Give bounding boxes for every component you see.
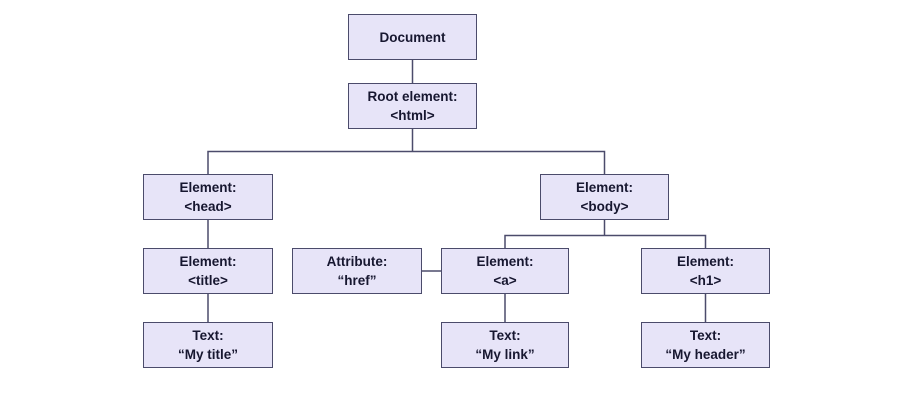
node-element-head-value: <head>: [184, 199, 232, 214]
node-element-head-type: Element:: [179, 180, 237, 195]
node-element-title-value: <title>: [188, 273, 228, 288]
node-text-my-title-value: “My title”: [177, 347, 238, 362]
node-text-my-header: Text: “My header”: [641, 322, 770, 368]
node-element-title-type: Element:: [179, 254, 237, 269]
node-attribute-href: Attribute: “href”: [292, 248, 422, 294]
node-element-title: Element: <title>: [143, 248, 273, 294]
node-root-element-value: <html>: [390, 108, 435, 123]
node-element-a: Element: <a>: [441, 248, 569, 294]
node-attribute-href-type: Attribute:: [326, 254, 388, 269]
node-element-body: Element: <body>: [540, 174, 669, 220]
node-document-label: Document: [379, 29, 446, 45]
node-element-h1: Element: <h1>: [641, 248, 770, 294]
node-element-head: Element: <head>: [143, 174, 273, 220]
node-element-body-type: Element:: [575, 180, 633, 195]
node-element-a-type: Element:: [476, 254, 534, 269]
edge-root-children-bus: [207, 150, 606, 174]
node-root-element-type: Root element:: [367, 89, 458, 104]
node-text-my-title: Text: “My title”: [143, 322, 273, 368]
node-element-a-value: <a>: [493, 273, 517, 288]
node-text-my-title-type: Text:: [192, 328, 224, 343]
node-element-h1-value: <h1>: [689, 273, 722, 288]
node-text-my-link: Text: “My link”: [441, 322, 569, 368]
node-text-my-header-value: “My header”: [665, 347, 746, 362]
node-text-my-link-type: Text:: [489, 328, 521, 343]
node-document: Document: [348, 14, 477, 60]
node-element-body-value: <body>: [580, 199, 629, 214]
node-element-h1-type: Element:: [676, 254, 734, 269]
node-root-element: Root element: <html>: [348, 83, 477, 129]
node-text-my-link-value: “My link”: [475, 347, 535, 362]
edge-body-children-bus: [504, 234, 707, 248]
node-text-my-header-type: Text:: [689, 328, 722, 343]
node-attribute-href-value: “href”: [337, 273, 377, 288]
